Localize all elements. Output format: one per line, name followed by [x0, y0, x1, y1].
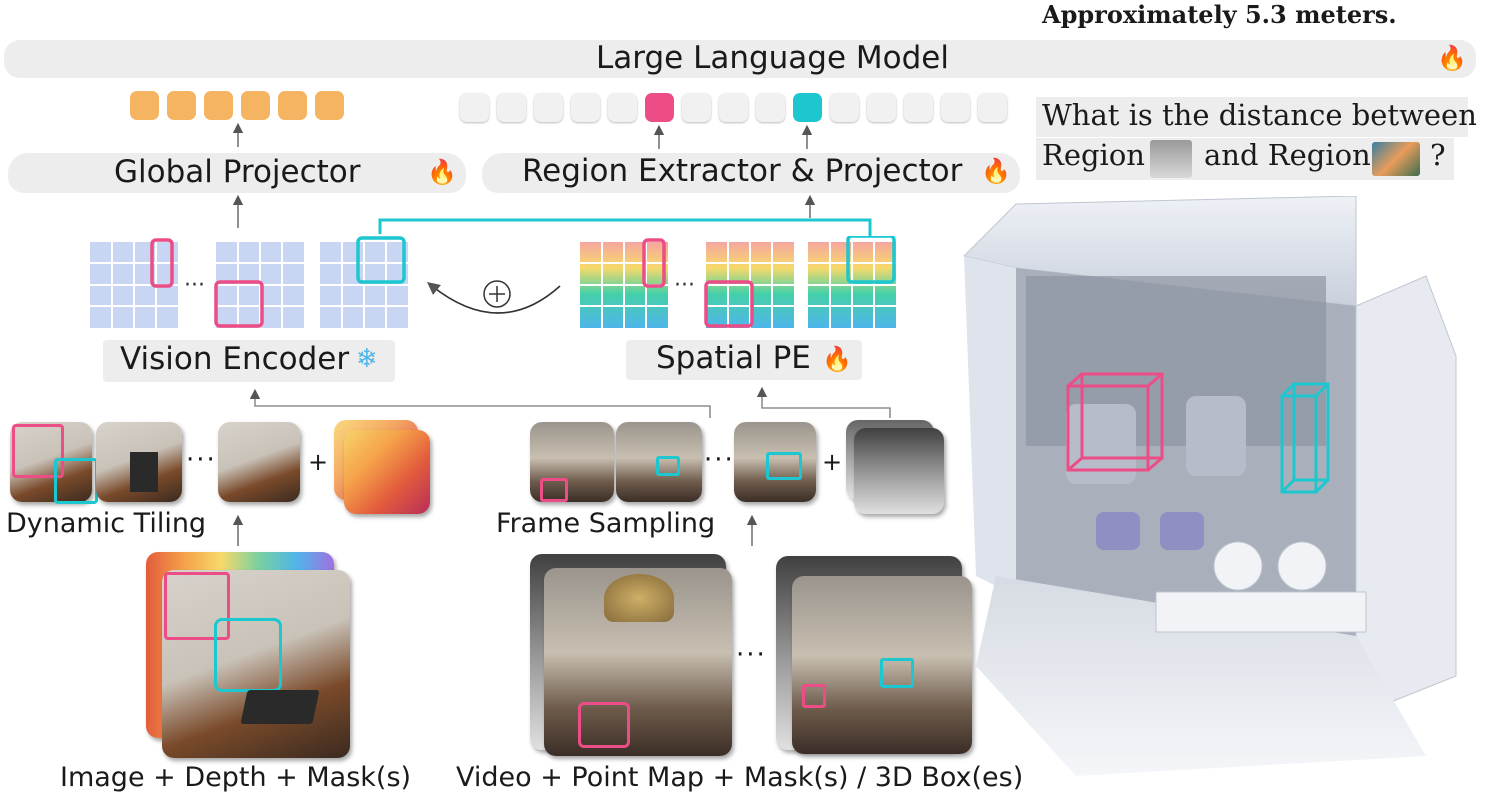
text-token [904, 93, 933, 122]
frame-3-mask-cyan [766, 452, 802, 480]
text-token [608, 93, 637, 122]
vision-feature-grids: ··· [90, 236, 408, 328]
region-chair-thumbnail [1150, 140, 1192, 178]
pe-grid-2 [704, 242, 794, 328]
frame-2-mask-cyan [656, 456, 680, 476]
input-image-mask-cyan [214, 618, 282, 692]
frame-2 [616, 422, 702, 502]
text-token [460, 93, 489, 122]
question-box [1036, 97, 1468, 137]
global-token [130, 91, 159, 120]
region-token-pink [645, 93, 674, 122]
flame-icon: 🔥 [981, 157, 1011, 185]
tile-1-mask-pink [12, 424, 64, 478]
text-token [941, 93, 970, 122]
vision-encoder-label: Vision Encoder [120, 341, 350, 377]
global-token [241, 91, 270, 120]
text-token [867, 93, 896, 122]
3d-box-cyan [1280, 382, 1330, 494]
spatial-pe-label: Spatial PE [656, 340, 811, 376]
global-token [278, 91, 307, 120]
ellipsis: ··· [186, 445, 217, 475]
answer-text: Approximately 5.3 meters. [1042, 0, 1397, 29]
video-frame-2-mask-cyan [880, 658, 914, 688]
text-token [756, 93, 785, 122]
global-projector-label: Global Projector [114, 154, 361, 190]
arrow-pointmap-to-pe [756, 386, 891, 418]
flame-icon: 🔥 [427, 158, 457, 186]
vision-grid-2 [214, 242, 304, 328]
global-token [204, 91, 233, 120]
spatial-pe-box [626, 340, 862, 380]
input-image-mask-pink [164, 572, 230, 640]
region-projector-label: Region Extractor & Projector [522, 153, 963, 189]
ellipsis: ··· [704, 445, 735, 475]
frame-3 [734, 422, 816, 502]
spatial-feature-grids: ··· [580, 236, 896, 328]
vision-grid-3 [320, 236, 408, 328]
text-token [571, 93, 600, 122]
video-frame-1-chandelier [604, 574, 674, 622]
pe-grid-3 [808, 236, 896, 328]
text-token [830, 93, 859, 122]
text-token [497, 93, 526, 122]
global-token [315, 91, 344, 120]
vision-grid-1 [90, 238, 178, 328]
plus-symbol: + [308, 448, 329, 476]
ellipsis: ··· [736, 640, 767, 670]
scene-left-wall [964, 256, 1016, 596]
dynamic-tiling-label: Dynamic Tiling [6, 508, 207, 539]
global-projector-bar [8, 153, 466, 193]
frame-1-mask-pink [540, 478, 568, 502]
text-token [978, 93, 1007, 122]
svg-text:···: ··· [674, 273, 695, 298]
cyan-link [378, 218, 872, 236]
depth-map [344, 430, 430, 514]
region-projector-bar [482, 153, 1020, 193]
question-end: ? [1430, 138, 1446, 172]
input-image [162, 570, 350, 758]
text-token [534, 93, 563, 122]
arrow-frames-to-encoder [249, 388, 711, 418]
global-token [167, 91, 196, 120]
video-frame-2-mask-pink [802, 684, 826, 708]
tile-2-monitor [130, 452, 158, 492]
text-token [682, 93, 711, 122]
pe-grid-1 [580, 238, 668, 328]
frame-1 [530, 422, 614, 502]
llm-label: Large Language Model [596, 40, 949, 76]
3d-box-pink [1066, 372, 1164, 472]
scene-right-wall [1355, 275, 1457, 717]
question-and-region: and Region [1204, 138, 1371, 172]
tile-1-mask-cyan [54, 458, 98, 504]
frame-sampling-label: Frame Sampling [496, 508, 716, 539]
input-image-keyboard [240, 690, 320, 724]
input-image-caption: Image + Depth + Mask(s) [60, 762, 412, 793]
snowflake-icon: ❄ [356, 344, 378, 374]
video-frame-1-mask-pink [578, 702, 630, 748]
flame-icon: 🔥 [822, 345, 852, 373]
llm-bar [4, 40, 1476, 78]
scene-table [1155, 541, 1367, 633]
region-painting-thumbnail [1372, 142, 1420, 176]
tile-1 [10, 422, 92, 502]
add-arc [426, 282, 561, 314]
question-line1: What is the distance between [1042, 98, 1477, 132]
scene-floor [976, 576, 1426, 776]
input-video-caption: Video + Point Map + Mask(s) / 3D Box(es) [456, 762, 1024, 793]
region-token-cyan [793, 93, 822, 122]
vision-encoder-box [103, 340, 395, 382]
point-map [854, 428, 944, 514]
plus-symbol: + [822, 448, 843, 476]
3d-scene [963, 196, 1457, 776]
flame-icon: 🔥 [1437, 44, 1467, 72]
question-region-word: Region [1042, 138, 1145, 172]
text-token [719, 93, 748, 122]
svg-text:···: ··· [184, 273, 205, 298]
tile-3 [218, 422, 300, 502]
